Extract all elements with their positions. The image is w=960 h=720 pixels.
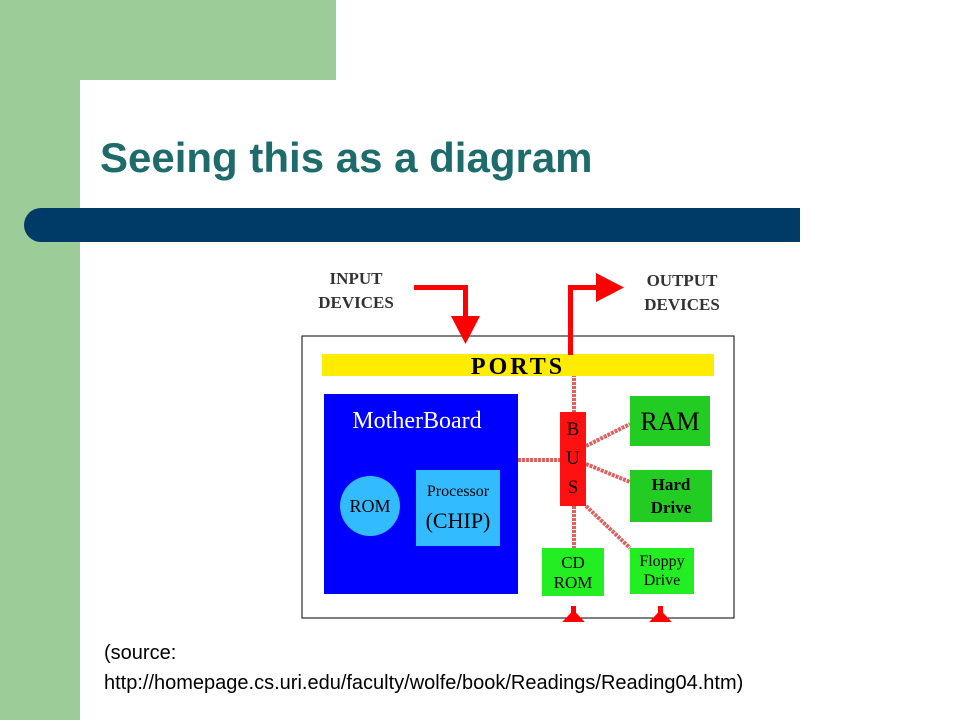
bus-letter-u: U bbox=[566, 448, 580, 469]
rom-label: ROM bbox=[349, 496, 390, 516]
title-underline-bar bbox=[24, 208, 800, 242]
cd-rom-box bbox=[542, 548, 604, 596]
output-arrow bbox=[568, 273, 624, 355]
source-url[interactable]: http://homepage.cs.uri.edu/faculty/wolfe… bbox=[104, 672, 744, 694]
ports-label: PORTS bbox=[471, 354, 565, 380]
motherboard-label: MotherBoard bbox=[352, 408, 481, 434]
floppy-input-arrow bbox=[649, 606, 672, 622]
left-accent-strip bbox=[0, 0, 80, 720]
floppy-label-1: Floppy bbox=[639, 553, 684, 570]
cd-rom-input-arrow bbox=[562, 606, 585, 622]
cd-rom-label-2: ROM bbox=[554, 573, 593, 592]
floppy-box bbox=[630, 548, 694, 594]
output-label-1: OUTPUT bbox=[647, 271, 719, 290]
source-label: (source: bbox=[104, 642, 177, 664]
chip-label: (CHIP) bbox=[426, 508, 491, 533]
ram-label: RAM bbox=[640, 407, 699, 436]
output-label-2: DEVICES bbox=[644, 295, 720, 314]
hard-drive-label-1: Hard bbox=[652, 475, 691, 494]
source-citation: (source: http://homepage.cs.uri.edu/facu… bbox=[104, 638, 743, 698]
input-label-2: DEVICES bbox=[318, 293, 394, 312]
computer-diagram: PORTS MotherBoard ROM Processor (CHIP) B… bbox=[301, 269, 735, 622]
hard-drive-label-2: Drive bbox=[651, 498, 692, 517]
bus-letter-s: S bbox=[568, 477, 579, 498]
cd-rom-label-1: CD bbox=[561, 553, 585, 572]
bus-box bbox=[560, 412, 586, 506]
floppy-label-2: Drive bbox=[644, 572, 680, 589]
hard-drive-box bbox=[630, 470, 712, 522]
processor-box bbox=[416, 470, 500, 546]
processor-label: Processor bbox=[427, 483, 490, 500]
top-accent-block bbox=[0, 0, 336, 80]
bus-letter-b: B bbox=[567, 419, 580, 440]
ram-box bbox=[630, 396, 710, 446]
ports-bar bbox=[322, 354, 714, 376]
rom-circle bbox=[340, 476, 400, 536]
input-arrow bbox=[414, 285, 480, 344]
slide-title: Seeing this as a diagram bbox=[100, 134, 593, 181]
input-label-1: INPUT bbox=[330, 269, 384, 288]
bus-connections bbox=[518, 374, 632, 550]
rounded-corner bbox=[80, 80, 140, 140]
